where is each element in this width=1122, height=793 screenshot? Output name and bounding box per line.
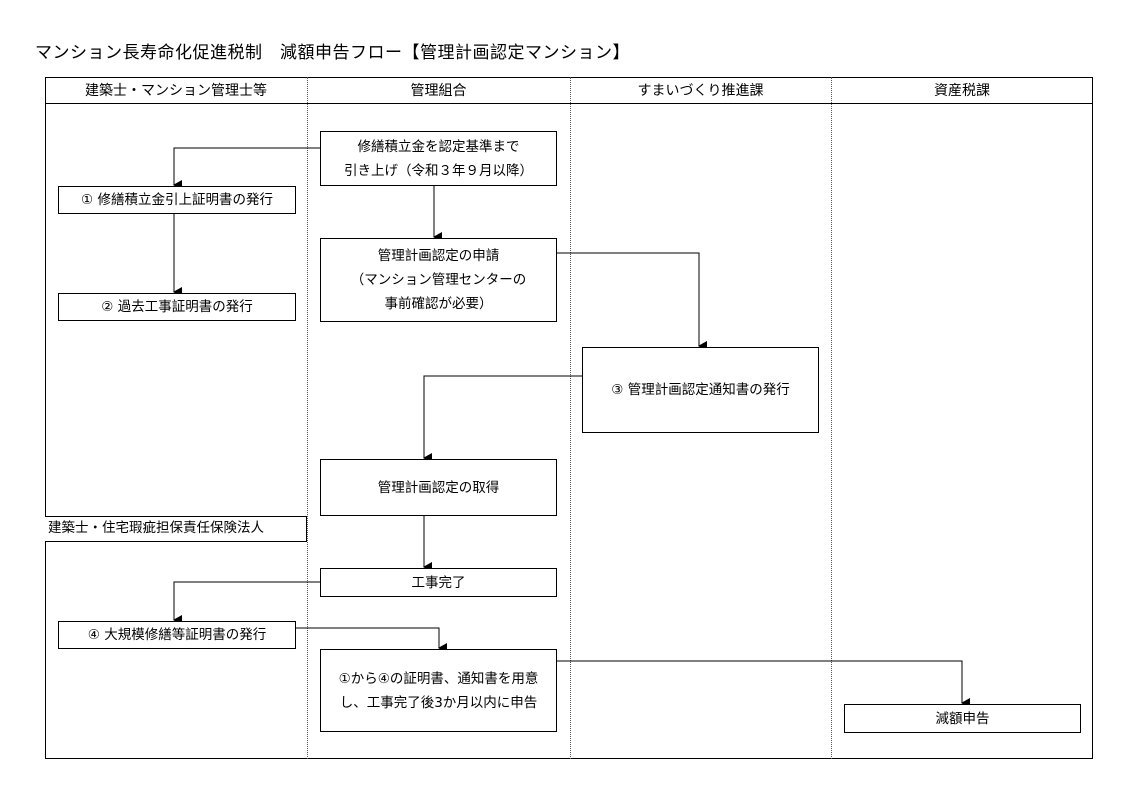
step-raise-repair-fund-line2: 引き上げ（令和３年９月以降） <box>344 162 533 179</box>
step-prepare-line1: ①から④の証明書、通知書を用意 <box>338 670 539 687</box>
lane-title-architect: 建築士・マンション管理士等 <box>85 83 267 99</box>
step-apply-line3: 事前確認が必要） <box>384 296 493 312</box>
lane-divider-1 <box>307 77 308 759</box>
step-notice3-issue: ③ 管理計画認定通知書の発行 <box>582 347 819 433</box>
lane-header-separator <box>45 103 1093 104</box>
step-raise-repair-fund-line1: 修繕積立金を認定基準まで <box>357 138 520 155</box>
step-apply-certification: 管理計画認定の申請 （マンション管理センターの 事前確認が必要） <box>320 238 557 322</box>
lane-divider-3 <box>831 77 832 759</box>
step-cert1-fund-increase: ① 修繕積立金引上証明書の発行 <box>58 186 296 214</box>
step-acquire-certification: 管理計画認定の取得 <box>320 459 557 516</box>
step-prepare-line2: し、工事完了後3か月以内に申告 <box>339 694 538 711</box>
step-cert4-major-repair: ④ 大規模修繕等証明書の発行 <box>58 621 296 649</box>
lane-title-tax-division: 資産税課 <box>934 83 990 99</box>
step-raise-repair-fund: 修繕積立金を認定基準まで 引き上げ（令和３年９月以降） <box>320 131 557 186</box>
lane-title-association: 管理組合 <box>410 83 467 99</box>
step-cert2-past-works: ② 過去工事証明書の発行 <box>58 293 296 321</box>
step-apply-line1: 管理計画認定の申請 <box>377 248 500 264</box>
step-reduction-filing: 減額申告 <box>844 704 1081 733</box>
page-title: マンション長寿命化促進税制 減額申告フロー【管理計画認定マンション】 <box>35 43 630 63</box>
lane-title-housing-division: すまいづくり推進課 <box>637 83 764 99</box>
lane-divider-2 <box>570 77 571 759</box>
sub-lane-label-insurer: 建築士・住宅瑕疵担保責任保険法人 <box>45 516 307 542</box>
step-apply-line2: （マンション管理センターの <box>350 272 527 288</box>
flow-frame <box>45 77 1093 759</box>
step-construction-complete: 工事完了 <box>320 568 557 597</box>
step-prepare-and-file: ①から④の証明書、通知書を用意 し、工事完了後3か月以内に申告 <box>320 649 557 732</box>
